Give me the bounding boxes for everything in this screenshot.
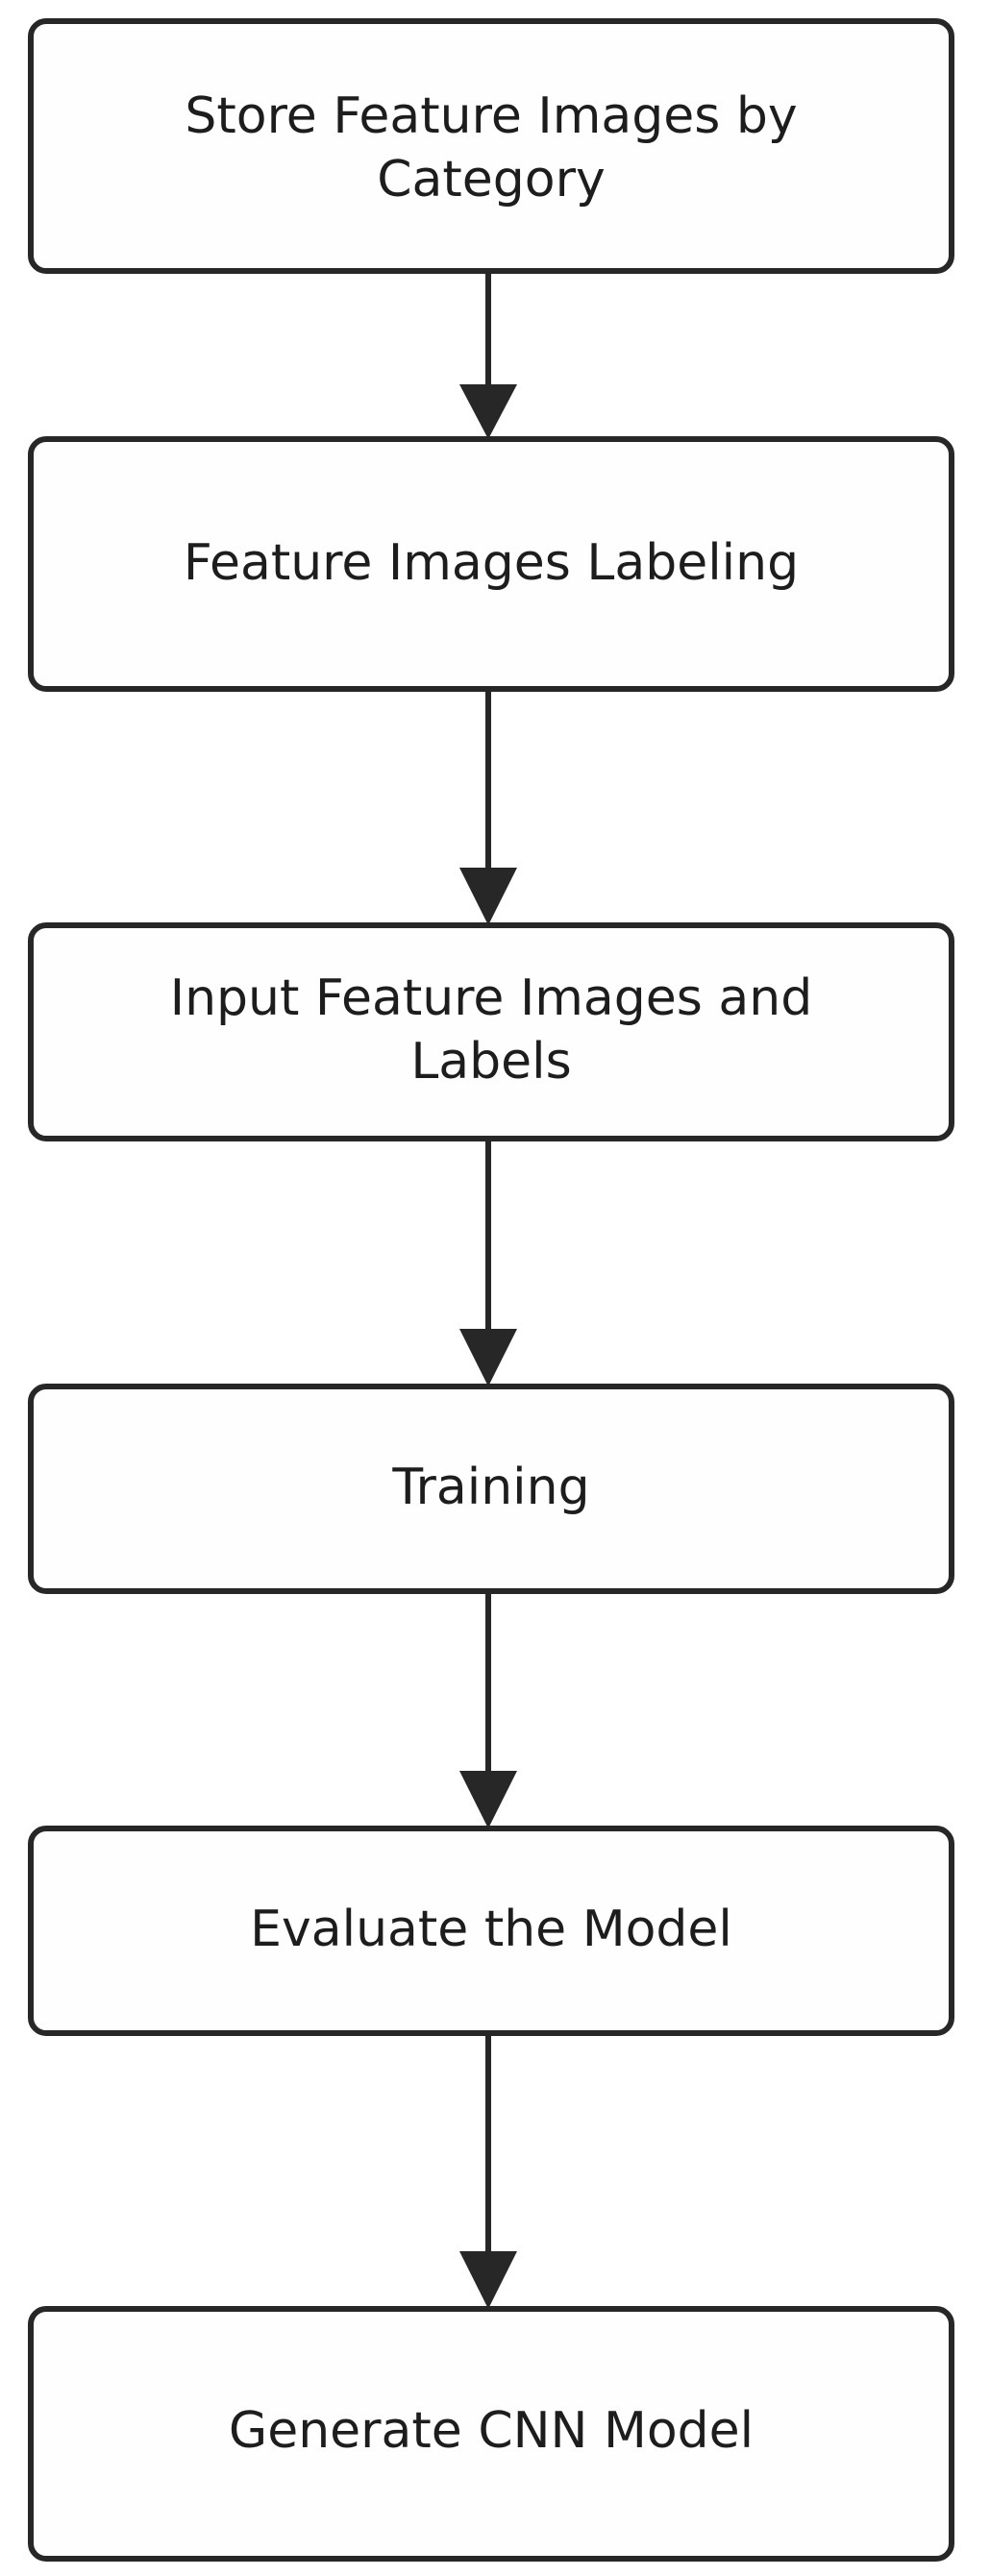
node-generate-cnn-model[interactable]: Generate CNN Model xyxy=(28,2306,954,2562)
edge-3 xyxy=(459,1139,517,1386)
node-training-label: Training xyxy=(391,1459,589,1516)
node-training[interactable]: Training xyxy=(28,1384,954,1594)
edge-5 xyxy=(459,2033,517,2309)
edge-5-arrowhead-icon xyxy=(459,2251,517,2309)
edge-2-arrowhead-icon xyxy=(459,868,517,925)
node-feature-images-labeling[interactable]: Feature Images Labeling xyxy=(28,436,954,692)
node-input-feature-images-and-labels[interactable]: Input Feature Images and Labels xyxy=(28,922,954,1141)
node-input-feature-images-and-labels-label-line-2: Labels xyxy=(410,1033,571,1091)
edge-1 xyxy=(459,271,517,439)
node-training-box[interactable] xyxy=(28,1384,954,1594)
edge-1-arrowhead-icon xyxy=(459,384,517,439)
edge-3-arrowhead-icon xyxy=(459,1329,517,1386)
node-evaluate-the-model-box[interactable] xyxy=(28,1826,954,2036)
node-generate-cnn-model-box[interactable] xyxy=(28,2306,954,2562)
node-evaluate-the-model-label: Evaluate the Model xyxy=(250,1901,732,1958)
edge-4-arrowhead-icon xyxy=(459,1771,517,1828)
node-store-feature-images-label-line-2: Category xyxy=(377,151,606,209)
node-input-feature-images-and-labels-label-line-1: Input Feature Images and xyxy=(170,969,813,1027)
edge-4 xyxy=(459,1591,517,1828)
node-feature-images-labeling-box[interactable] xyxy=(28,436,954,692)
node-store-feature-images[interactable]: Store Feature Images by Category xyxy=(28,18,954,274)
node-feature-images-labeling-label: Feature Images Labeling xyxy=(184,534,799,592)
node-generate-cnn-model-label: Generate CNN Model xyxy=(229,2402,754,2460)
edge-2 xyxy=(459,689,517,925)
node-evaluate-the-model[interactable]: Evaluate the Model xyxy=(28,1826,954,2036)
node-store-feature-images-box[interactable] xyxy=(28,18,954,274)
node-input-feature-images-and-labels-box[interactable] xyxy=(28,922,954,1141)
node-store-feature-images-label-line-1: Store Feature Images by xyxy=(185,87,797,145)
